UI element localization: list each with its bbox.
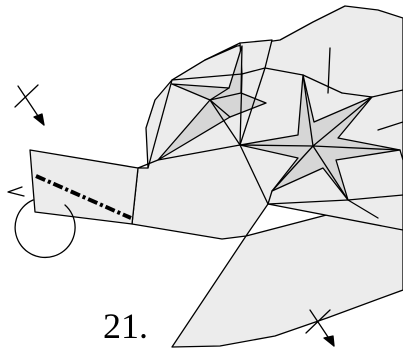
lower-flap [171, 194, 403, 348]
crease-lines [137, 42, 403, 219]
rotate-arrow [7, 186, 76, 259]
bottom-right-arrow [305, 309, 335, 347]
top-left-arrow [14, 84, 45, 126]
left-strip [29, 149, 139, 225]
valley-fold-line [35, 174, 132, 220]
step-number: 21. [103, 306, 148, 346]
